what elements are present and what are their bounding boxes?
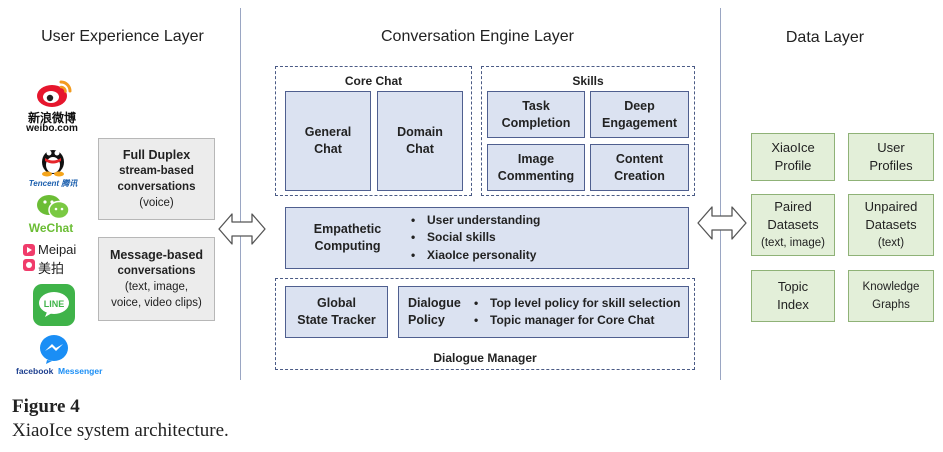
topic-index-box: Topic Index: [751, 270, 835, 322]
global-state-tracker-box: Global State Tracker: [285, 286, 388, 338]
content-l2: Creation: [614, 168, 665, 183]
wechat-label: WeChat: [28, 221, 74, 235]
topic-l2: Index: [777, 297, 809, 312]
user-profiles-l2: Profiles: [869, 158, 913, 173]
double-arrow-icon-right: [697, 205, 747, 241]
deep-engagement-box: Deep Engagement: [590, 91, 689, 138]
knowledge-graphs-box: Knowledge Graphs: [848, 270, 934, 322]
line-icon: LINE: [33, 284, 75, 326]
domain-chat-l2: Chat: [406, 142, 434, 156]
unpaired-l1: Unpaired: [864, 199, 918, 214]
policy-l2: Policy: [408, 313, 445, 327]
wechat-icon: [36, 194, 72, 220]
message-based-line3: voice, video clips): [111, 297, 202, 309]
double-arrow-icon-left: [218, 212, 266, 246]
gst-l2: State Tracker: [297, 313, 376, 327]
general-chat-box: General Chat: [285, 91, 371, 191]
message-based-title: Message-based: [109, 248, 204, 262]
core-chat-title: Core Chat: [344, 74, 403, 88]
topic-l1: Topic: [777, 279, 809, 294]
meipai-label-cn: 美拍: [38, 261, 65, 276]
qq-icon: [38, 141, 68, 177]
full-duplex-box: Full Duplex stream-based conversations (…: [98, 138, 215, 220]
conversation-engine-layer-title: Conversation Engine Layer: [380, 28, 574, 45]
task-l2: Completion: [501, 115, 571, 130]
general-chat-l1: General: [304, 125, 352, 139]
domain-chat-box: Domain Chat: [377, 91, 463, 191]
deep-l2: Engagement: [601, 115, 677, 130]
separator-left: [240, 8, 241, 380]
empathetic-l2: Computing: [314, 239, 381, 253]
tencent-label: Tencent 腾讯: [28, 179, 78, 188]
full-duplex-line2: conversations: [117, 181, 196, 193]
facebook-label: facebook: [16, 366, 54, 376]
user-profiles-box: User Profiles: [848, 133, 934, 181]
empathetic-computing-box: Empathetic Computing User understanding …: [285, 207, 689, 269]
meipai-icon: [22, 243, 36, 273]
domain-chat-l1: Domain: [397, 125, 443, 139]
dialogue-policy-box: Dialogue Policy Top level policy for ski…: [398, 286, 689, 338]
weibo-icon: [34, 76, 76, 110]
empathetic-bullets: User understanding Social skills XiaoIce…: [411, 212, 540, 265]
paired-l3: (text, image): [761, 237, 825, 249]
meipai-label-en: Meipai: [38, 242, 77, 257]
empathetic-bullet: Social skills: [411, 229, 540, 247]
deep-l1: Deep: [624, 98, 655, 113]
empathetic-bullet: XiaoIce personality: [411, 247, 540, 265]
content-creation-box: Content Creation: [590, 144, 689, 191]
separator-right: [720, 8, 721, 380]
empathetic-bullet: User understanding: [411, 212, 540, 230]
image-commenting-box: Image Commenting: [487, 144, 585, 191]
image-l2: Commenting: [497, 168, 575, 183]
full-duplex-title: Full Duplex: [122, 148, 191, 162]
dialogue-manager-title: Dialogue Manager: [433, 351, 537, 365]
xiaoice-profile-box: XiaoIce Profile: [751, 133, 835, 181]
policy-bullet: Top level policy for skill selection: [474, 295, 681, 313]
task-completion-box: Task Completion: [487, 91, 585, 138]
skills-title: Skills: [572, 74, 604, 88]
user-profiles-l1: User: [877, 140, 905, 155]
user-experience-layer-title: User Experience Layer: [41, 28, 204, 45]
figure-heading: Figure 4: [12, 396, 80, 417]
message-based-line1: conversations: [117, 265, 196, 277]
data-layer-title: Data Layer: [785, 29, 865, 46]
policy-bullet: Topic manager for Core Chat: [474, 312, 681, 330]
xiaoice-profile-l1: XiaoIce: [771, 140, 815, 155]
unpaired-l2: Datasets: [865, 217, 917, 232]
unpaired-datasets-box: Unpaired Datasets (text): [848, 194, 934, 256]
line-label: LINE: [43, 299, 65, 309]
paired-l2: Datasets: [767, 217, 819, 232]
policy-l1: Dialogue: [408, 296, 461, 310]
figure-caption: XiaoIce system architecture.: [12, 420, 229, 441]
weibo-label-en: weibo.com: [26, 123, 78, 134]
messenger-label: Messenger: [58, 366, 103, 376]
full-duplex-line1: stream-based: [119, 165, 194, 177]
xiaoice-profile-l2: Profile: [774, 158, 812, 173]
messenger-icon: [38, 334, 70, 364]
paired-l1: Paired: [774, 199, 812, 214]
task-l1: Task: [522, 98, 550, 113]
message-based-box: Message-based conversations (text, image…: [98, 237, 215, 321]
general-chat-l2: Chat: [314, 142, 342, 156]
gst-l1: Global: [317, 296, 356, 310]
weibo-label-cn: 新浪微博: [27, 111, 76, 125]
unpaired-l3: (text): [877, 237, 905, 249]
empathetic-l1: Empathetic: [313, 222, 382, 236]
full-duplex-line3: (voice): [139, 197, 174, 209]
policy-bullets: Top level policy for skill selection Top…: [474, 295, 681, 330]
kg-l2: Graphs: [872, 299, 910, 311]
content-l1: Content: [615, 151, 664, 166]
image-l1: Image: [517, 151, 555, 166]
kg-l1: Knowledge: [862, 281, 920, 293]
paired-datasets-box: Paired Datasets (text, image): [751, 194, 835, 256]
message-based-line2: (text, image,: [124, 281, 189, 293]
